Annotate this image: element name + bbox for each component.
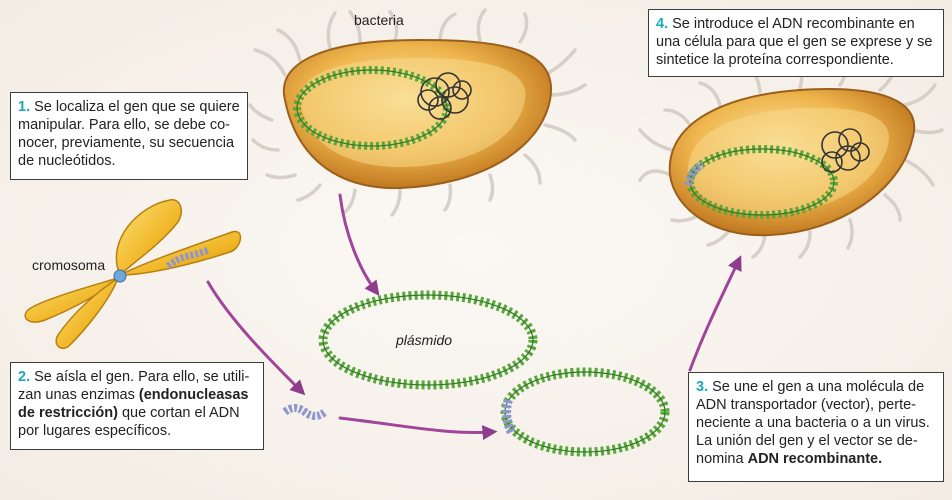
step-3-box: 3. Se une el gen a una molécula de ADN t… bbox=[688, 372, 944, 482]
step-3-text-a: Se une el gen a una molécula de ADN tran… bbox=[696, 379, 930, 467]
bacteria-label: bacteria bbox=[354, 12, 404, 28]
step-4-box: 4. Se introduce el ADN recombinante en u… bbox=[648, 9, 944, 77]
step-1-text: Se localiza el gen que se quiere manipul… bbox=[18, 99, 240, 169]
process-arrows bbox=[206, 193, 742, 441]
arrow-gene-to-vector bbox=[338, 416, 498, 441]
plasmid-label: plásmido bbox=[396, 332, 453, 348]
step-4-text: Se introduce el ADN recombinante en una … bbox=[656, 16, 933, 68]
bacterium-top bbox=[248, 8, 587, 217]
step-1-number: 1. bbox=[18, 99, 31, 115]
arrow-bacteria-to-plasmid bbox=[338, 193, 380, 297]
step-2-text-b: que cortan el ADN por lugares específico… bbox=[18, 405, 240, 439]
step-2-text-a: Se aísla el gen. Para ello, se utili-zan… bbox=[18, 369, 250, 403]
step-3-number: 3. bbox=[696, 379, 709, 395]
step-2-bold: (endonucleasas de restricción) bbox=[18, 387, 249, 421]
step-1-box: 1. Se localiza el gen que se quiere mani… bbox=[10, 92, 248, 180]
bacterium-recombinant bbox=[638, 53, 944, 259]
chromosome bbox=[24, 199, 242, 349]
isolated-gene bbox=[282, 404, 328, 420]
plasmid-ring bbox=[318, 290, 538, 390]
step-2-number: 2. bbox=[18, 369, 31, 385]
step-4-number: 4. bbox=[656, 16, 669, 32]
step-3-bold: ADN recombinante. bbox=[747, 451, 883, 467]
chromosome-label: cromosoma bbox=[32, 257, 106, 273]
recombinant-plasmid bbox=[500, 367, 670, 457]
step-2-box: 2. Se aísla el gen. Para ello, se utili-… bbox=[10, 362, 264, 450]
arrow-chromosome-to-gene bbox=[206, 280, 306, 396]
arrow-vector-to-cell bbox=[688, 255, 742, 372]
